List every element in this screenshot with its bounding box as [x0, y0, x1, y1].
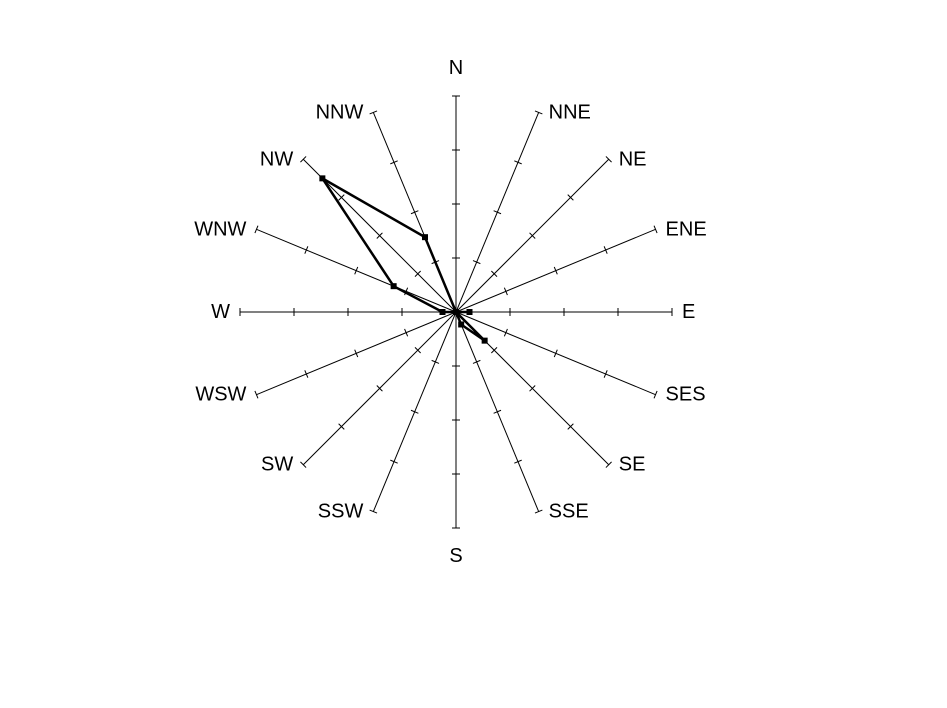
tick-wnw-3: [304, 246, 309, 254]
tick-ene-4: [653, 225, 658, 234]
tick-nw-1: [414, 270, 421, 277]
tick-sw-1: [414, 347, 421, 354]
label-ne: NE: [619, 148, 647, 170]
tick-nne-3: [514, 160, 522, 165]
label-nne: NNE: [549, 101, 591, 123]
tick-ene-2: [553, 266, 558, 275]
point-nnw: [422, 234, 428, 241]
tick-sw-2: [376, 385, 383, 392]
label-nw: NW: [260, 148, 293, 170]
tick-nnw-3: [390, 160, 398, 165]
point-wnw: [390, 283, 397, 290]
tick-wsw-2: [354, 349, 359, 358]
tick-wnw-4: [254, 225, 259, 234]
tick-ne-4: [605, 156, 612, 163]
label-wsw: WSW: [195, 384, 246, 406]
tick-nnw-4: [369, 110, 378, 115]
tick-sse-1: [472, 359, 481, 364]
label-se: SE: [619, 454, 646, 476]
series-layer: [319, 175, 488, 344]
point-se: [481, 337, 488, 344]
point-w: [439, 309, 446, 315]
label-w: W: [211, 301, 230, 323]
tick-ssw-4: [369, 509, 378, 514]
tick-nne-1: [472, 260, 481, 265]
tick-ses-3: [603, 370, 608, 378]
tick-ses-1: [503, 328, 508, 337]
tick-wsw-1: [404, 328, 409, 337]
tick-wsw-4: [254, 390, 259, 399]
tick-nne-2: [493, 210, 502, 215]
tick-nw-3: [338, 194, 345, 201]
label-wnw: WNW: [194, 218, 246, 240]
label-sw: SW: [261, 454, 293, 476]
tick-ssw-2: [410, 409, 419, 414]
tick-ene-3: [603, 246, 608, 254]
label-n: N: [449, 57, 463, 79]
tick-sse-4: [534, 509, 543, 514]
tick-wnw-1: [404, 287, 409, 296]
tick-nne-4: [534, 110, 543, 115]
tick-ne-1: [491, 270, 498, 277]
tick-wnw-2: [354, 266, 359, 275]
tick-ene-1: [503, 287, 508, 296]
label-ene: ENE: [666, 218, 707, 240]
label-s: S: [449, 545, 462, 567]
tick-ne-2: [529, 232, 536, 239]
tick-se-1: [491, 347, 498, 354]
point-nw: [319, 175, 326, 182]
label-nnw: NNW: [316, 101, 364, 123]
tick-se-4: [605, 461, 612, 468]
tick-sw-3: [338, 423, 345, 430]
tick-sw-4: [300, 461, 307, 468]
tick-se-3: [567, 423, 574, 430]
label-e: E: [682, 301, 695, 323]
tick-ssw-3: [390, 459, 398, 464]
tick-nw-4: [300, 156, 307, 163]
tick-ses-4: [653, 390, 658, 399]
tick-nw-2: [376, 232, 383, 239]
point-wsw: [453, 309, 459, 315]
tick-sse-2: [493, 409, 502, 414]
tick-ne-3: [567, 194, 574, 201]
label-ses: SES: [666, 384, 706, 406]
tick-wsw-3: [304, 370, 309, 378]
tick-se-2: [529, 385, 536, 392]
label-ssw: SSW: [318, 501, 364, 523]
tick-ssw-1: [431, 359, 440, 364]
label-sse: SSE: [549, 501, 589, 523]
tick-sse-3: [514, 459, 522, 464]
tick-ses-2: [553, 349, 558, 358]
point-e: [466, 309, 473, 315]
tick-nnw-2: [410, 210, 419, 215]
point-sse: [458, 321, 465, 328]
